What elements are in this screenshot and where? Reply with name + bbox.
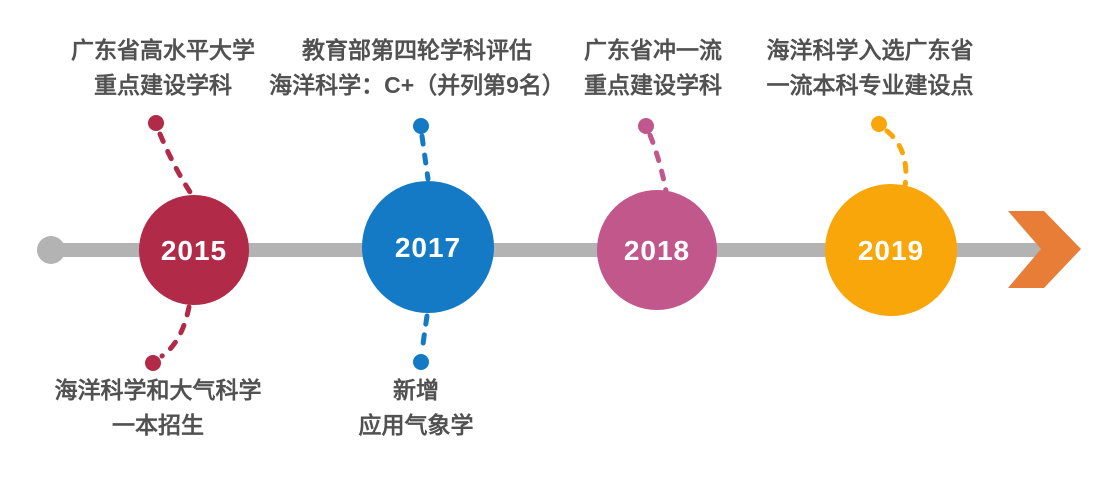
event-circle-2017 bbox=[362, 181, 494, 313]
label-line: 新增 bbox=[393, 377, 439, 403]
event-year-2019: 2019 bbox=[858, 235, 924, 266]
event-bottom-label-2015: 海洋科学和大气科学 一本招生 bbox=[55, 373, 262, 443]
timeline-bar bbox=[48, 243, 1043, 257]
label-line: 应用气象学 bbox=[358, 412, 474, 438]
connector-2018-top bbox=[647, 132, 669, 194]
connector-2017-bottom bbox=[419, 313, 430, 355]
connector-dot-2017-top bbox=[413, 118, 429, 134]
label-line: 一流本科专业建设点 bbox=[766, 72, 974, 98]
connector-dot-2015-top bbox=[148, 115, 164, 131]
label-line: 重点建设学科 bbox=[94, 72, 232, 98]
arrow-right-icon bbox=[1008, 211, 1081, 288]
label-line: 重点建设学科 bbox=[584, 72, 722, 98]
event-circle-2015 bbox=[139, 195, 249, 305]
event-top-label-2018: 广东省冲一流 重点建设学科 bbox=[584, 33, 722, 103]
label-line: 一本招生 bbox=[112, 412, 204, 438]
label-line: 海洋科学：C+（并列第9名） bbox=[269, 72, 565, 98]
connector-dot-2019-top bbox=[871, 116, 887, 132]
event-year-2015: 2015 bbox=[161, 235, 227, 266]
timeline-start-cap bbox=[37, 236, 65, 264]
connector-dot-2015-bottom bbox=[145, 355, 161, 371]
connector-2017-top bbox=[419, 133, 431, 182]
event-top-label-2019: 海洋科学入选广东省 一流本科专业建设点 bbox=[767, 33, 974, 103]
label-line: 广东省高水平大学 bbox=[71, 37, 255, 63]
connector-2015-bottom bbox=[159, 304, 192, 359]
label-line: 教育部第四轮学科评估 bbox=[302, 37, 532, 63]
connector-2019-top bbox=[884, 128, 909, 189]
event-top-label-2017: 教育部第四轮学科评估 海洋科学：C+（并列第9名） bbox=[269, 33, 565, 103]
event-bottom-label-2017: 新增 应用气象学 bbox=[359, 373, 474, 443]
event-top-label-2015: 广东省高水平大学 重点建设学科 bbox=[71, 33, 255, 103]
connector-dot-2018-top bbox=[638, 118, 654, 134]
event-circle-2018 bbox=[597, 190, 717, 310]
event-circle-2019 bbox=[825, 184, 957, 316]
label-line: 广东省冲一流 bbox=[584, 37, 722, 63]
event-year-2018: 2018 bbox=[624, 235, 690, 266]
event-year-2017: 2017 bbox=[395, 232, 461, 263]
connector-dot-2017-bottom bbox=[413, 354, 429, 370]
connector-2015-top bbox=[157, 131, 197, 201]
label-line: 海洋科学入选广东省 bbox=[766, 37, 974, 63]
label-line: 海洋科学和大气科学 bbox=[54, 377, 262, 403]
